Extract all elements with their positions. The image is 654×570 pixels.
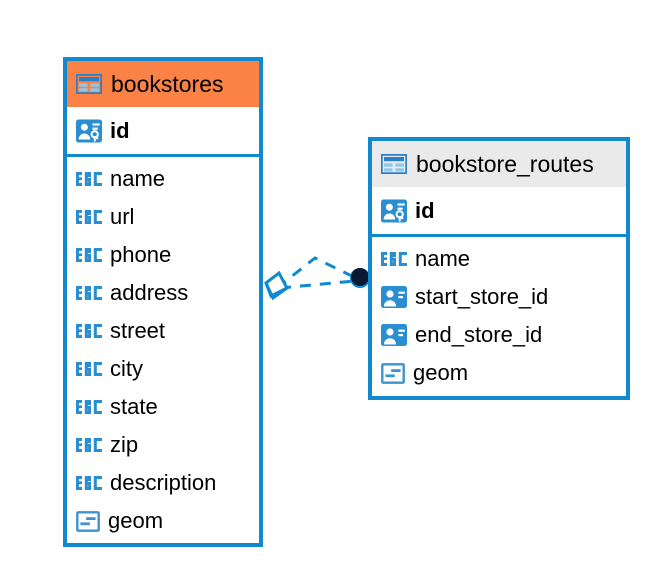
fields-section-bookstores: name url — [67, 157, 259, 545]
field-label: phone — [110, 242, 172, 267]
primary-key-icon — [381, 198, 407, 224]
field-label: name — [415, 246, 471, 271]
field-row-geom[interactable]: geom — [372, 354, 626, 392]
text-type-icon — [76, 400, 102, 414]
field-row-zip[interactable]: zip — [67, 426, 259, 464]
text-type-icon — [76, 286, 102, 300]
field-row-address[interactable]: address — [67, 274, 259, 312]
field-label: zip — [110, 432, 139, 457]
text-type-icon — [76, 172, 102, 186]
field-row-url[interactable]: url — [67, 198, 259, 236]
field-label: address — [110, 280, 189, 305]
field-label: geom — [413, 360, 469, 385]
field-label: end_store_id — [415, 322, 543, 347]
foreign-key-icon — [381, 286, 407, 308]
text-type-icon — [76, 362, 102, 376]
field-row-geom[interactable]: geom — [67, 502, 259, 540]
primary-key-section-bookstore-routes: id — [372, 187, 626, 237]
field-row-street[interactable]: street — [67, 312, 259, 350]
filled-circle-marker — [350, 268, 370, 288]
field-label: description — [110, 470, 217, 495]
text-type-icon — [76, 324, 102, 338]
geometry-type-icon — [76, 510, 100, 532]
field-label: city — [110, 356, 143, 381]
field-row-id[interactable]: id — [67, 107, 259, 154]
fields-section-bookstore-routes: name start_store_id — [372, 237, 626, 397]
field-label: id — [110, 117, 130, 143]
field-label: name — [110, 166, 166, 191]
entity-bookstore-routes[interactable]: bookstore_routes id — [368, 137, 630, 400]
field-row-id[interactable]: id — [372, 187, 626, 234]
field-row-start-store-id[interactable]: start_store_id — [372, 278, 626, 316]
field-label: street — [110, 318, 166, 343]
table-icon — [381, 154, 407, 174]
entity-header-bookstores[interactable]: bookstores — [67, 61, 259, 107]
entity-title: bookstores — [111, 70, 224, 97]
table-icon — [76, 74, 102, 94]
field-row-name[interactable]: name — [67, 160, 259, 198]
entity-header-bookstore-routes[interactable]: bookstore_routes — [372, 141, 626, 187]
diamond-marker — [264, 270, 289, 301]
geometry-type-icon — [381, 362, 405, 384]
field-label: url — [110, 204, 135, 229]
text-type-icon — [76, 248, 102, 262]
field-label: geom — [108, 508, 164, 533]
field-label: start_store_id — [415, 284, 549, 309]
field-row-city[interactable]: city — [67, 350, 259, 388]
field-row-state[interactable]: state — [67, 388, 259, 426]
text-type-icon — [76, 476, 102, 490]
primary-key-icon — [76, 118, 102, 144]
field-row-phone[interactable]: phone — [67, 236, 259, 274]
primary-key-section-bookstores: id — [67, 107, 259, 157]
foreign-key-icon — [381, 324, 407, 346]
text-type-icon — [76, 438, 102, 452]
field-label: id — [415, 197, 435, 223]
field-row-description[interactable]: description — [67, 464, 259, 502]
relationship-line-lower — [279, 279, 356, 290]
field-label: state — [110, 394, 158, 419]
text-type-icon — [76, 210, 102, 224]
entity-title: bookstore_routes — [416, 150, 594, 177]
relationship-line-upper — [276, 256, 359, 290]
field-row-end-store-id[interactable]: end_store_id — [372, 316, 626, 354]
field-row-name[interactable]: name — [372, 240, 626, 278]
entity-bookstores[interactable]: bookstores id — [63, 57, 263, 547]
text-type-icon — [381, 252, 407, 266]
